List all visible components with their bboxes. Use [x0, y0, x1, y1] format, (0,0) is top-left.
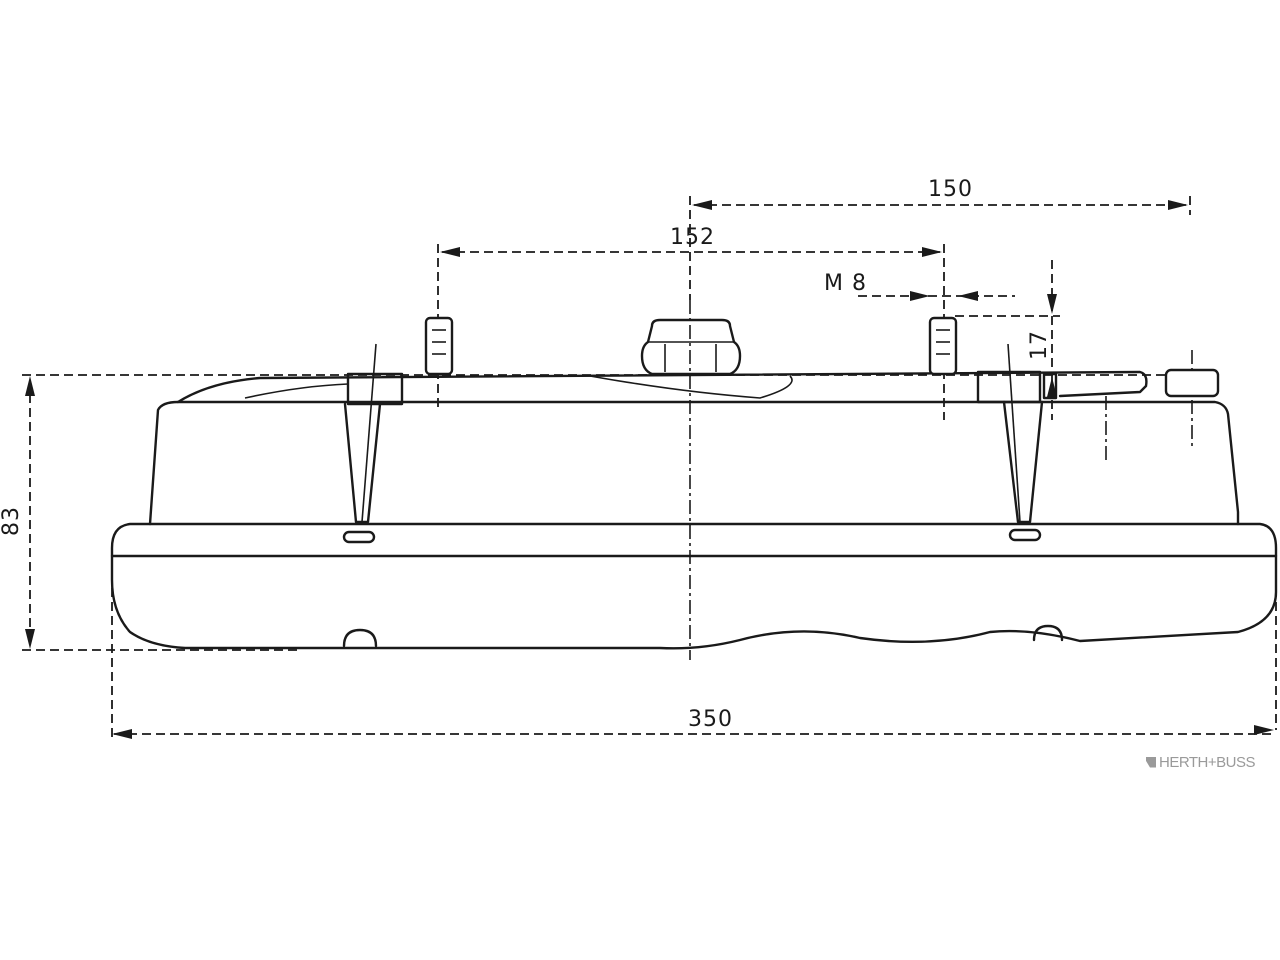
brand-logo-icon — [1146, 756, 1156, 768]
body-outline — [148, 400, 1240, 526]
arrowhead — [1047, 294, 1057, 314]
screw-slot-right — [1008, 528, 1042, 542]
arrowhead — [1047, 377, 1057, 397]
arrowhead — [692, 200, 712, 210]
arrowhead — [958, 291, 978, 301]
arrowhead — [25, 376, 35, 396]
mount-block-left — [346, 372, 404, 406]
dim-label-150: 150 — [928, 177, 973, 202]
hex-nut — [640, 318, 742, 376]
dim-label-17: 17 — [1027, 330, 1052, 360]
arrowhead — [1168, 200, 1188, 210]
lamp-body — [148, 343, 1240, 526]
arrowhead — [25, 629, 35, 649]
mount-block-right — [976, 370, 1042, 404]
dim-label-m8: M 8 — [824, 271, 867, 296]
boss-guide-left — [361, 343, 377, 523]
brand-watermark: HERTH+BUSS — [1146, 752, 1270, 772]
connector-right — [1164, 368, 1220, 398]
drain-left — [342, 628, 378, 648]
arrowhead — [1254, 725, 1274, 735]
lens-outline — [110, 522, 1278, 650]
arrowhead — [910, 291, 930, 301]
fasteners — [424, 316, 1220, 398]
screw-boss-left — [343, 402, 382, 524]
drain-right — [1032, 624, 1064, 642]
right-clip — [1042, 372, 1058, 400]
dimension-lines — [22, 196, 1277, 740]
dim-label-83: 83 — [0, 506, 24, 536]
arrowhead — [440, 247, 460, 257]
boss-guide-right — [1007, 343, 1021, 523]
screw-slot-left — [342, 530, 376, 544]
dim-label-152: 152 — [670, 225, 715, 250]
arrowhead — [112, 729, 132, 739]
stud-right — [928, 316, 958, 376]
screw-boss-right — [1002, 400, 1044, 524]
stud-left — [424, 316, 454, 376]
arrowhead — [922, 247, 942, 257]
brand-text: HERTH+BUSS — [1159, 753, 1256, 771]
lamp-lens — [110, 522, 1278, 650]
top-rib — [244, 383, 349, 399]
dim-label-350: 350 — [688, 707, 733, 732]
center-bulge — [589, 375, 793, 399]
